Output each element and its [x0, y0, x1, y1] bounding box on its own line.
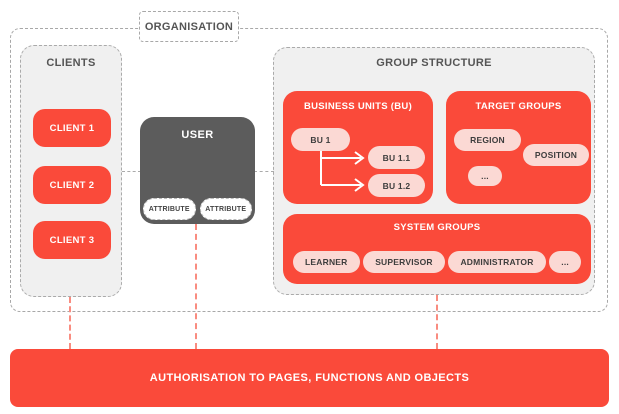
- target-groups-box: TARGET GROUPS REGION POSITION ...: [446, 91, 591, 204]
- system-groups-title: SYSTEM GROUPS: [393, 222, 481, 233]
- bu-1-2-node: BU 1.2: [368, 174, 425, 197]
- user-auth-connector: [195, 224, 197, 349]
- learner-node: LEARNER: [293, 251, 360, 273]
- bu-1-1-node: BU 1.1: [368, 146, 425, 169]
- group-structure-panel: GROUP STRUCTURE BUSINESS UNITS (BU) BU 1…: [273, 47, 595, 295]
- user-title: USER: [181, 129, 214, 141]
- business-units-box: BUSINESS UNITS (BU) BU 1 BU 1.1 BU 1.2: [283, 91, 433, 204]
- system-groups-row: LEARNER SUPERVISOR ADMINISTRATOR ...: [293, 251, 581, 273]
- group-auth-connector: [436, 295, 438, 349]
- client-1-node: CLIENT 1: [33, 109, 111, 147]
- supervisor-node: SUPERVISOR: [363, 251, 445, 273]
- organisation-boundary: [10, 28, 608, 312]
- organisation-label: ORGANISATION: [139, 11, 239, 42]
- system-groups-more-node: ...: [549, 251, 581, 273]
- target-groups-more-node: ...: [468, 166, 502, 186]
- user-group-connector: [254, 171, 274, 172]
- group-structure-title: GROUP STRUCTURE: [376, 57, 492, 69]
- administrator-node: ADMINISTRATOR: [448, 251, 546, 273]
- user-attributes: ATTRIBUTE ATTRIBUTE: [143, 198, 252, 220]
- clients-user-connector: [122, 171, 141, 172]
- user-attribute-1: ATTRIBUTE: [143, 198, 196, 220]
- user-node: USER ATTRIBUTE ATTRIBUTE: [140, 117, 255, 224]
- user-attribute-2: ATTRIBUTE: [199, 198, 252, 220]
- business-units-title: BUSINESS UNITS (BU): [303, 101, 413, 112]
- position-node: POSITION: [523, 144, 589, 166]
- clients-panel: CLIENTS CLIENT 1 CLIENT 2 CLIENT 3: [20, 45, 122, 297]
- target-groups-title: TARGET GROUPS: [475, 101, 562, 112]
- clients-title: CLIENTS: [46, 57, 96, 69]
- clients-auth-connector: [69, 297, 71, 349]
- region-node: REGION: [454, 129, 521, 151]
- system-groups-box: SYSTEM GROUPS LEARNER SUPERVISOR ADMINIS…: [283, 214, 591, 284]
- authorisation-bar: AUTHORISATION TO PAGES, FUNCTIONS AND OB…: [10, 349, 609, 407]
- client-2-node: CLIENT 2: [33, 166, 111, 204]
- bu-1-node: BU 1: [291, 128, 350, 151]
- client-3-node: CLIENT 3: [33, 221, 111, 259]
